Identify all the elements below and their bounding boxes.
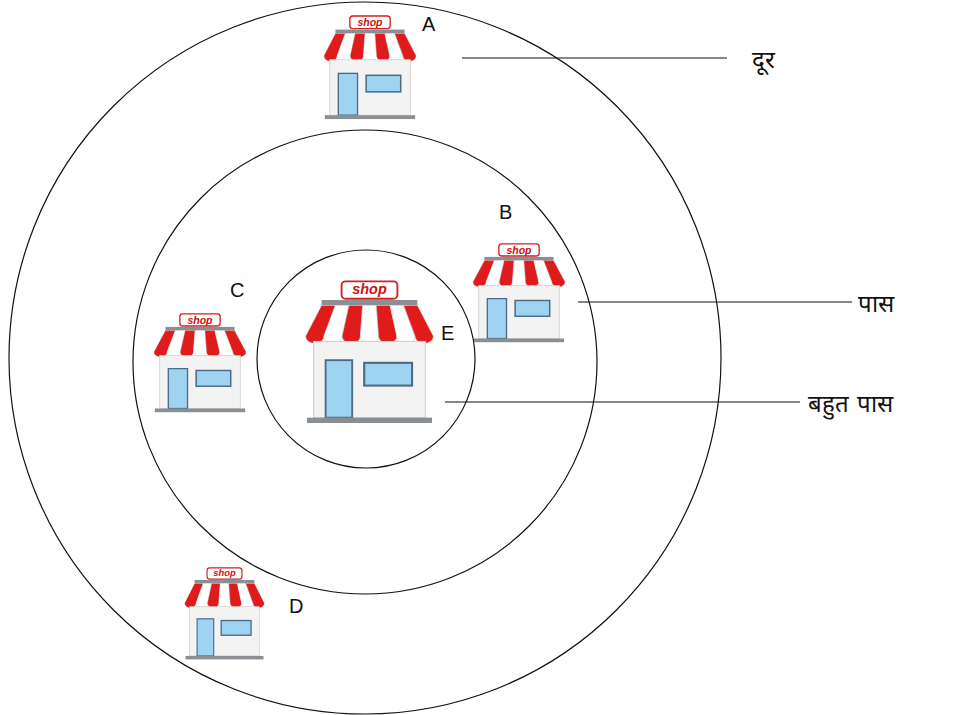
very-near-circle — [257, 250, 475, 468]
shop-sign: shop — [207, 568, 242, 579]
shop-node: shopD — [183, 567, 266, 662]
shop-sign: shop — [350, 16, 390, 29]
shop-node: shopA — [322, 15, 418, 122]
leader-line — [578, 301, 852, 302]
shop-letter: C — [230, 279, 244, 302]
zone-label: पास — [858, 286, 894, 319]
shop-node: shopE — [303, 280, 436, 427]
shop-icon — [303, 280, 436, 427]
shop-letter: E — [441, 322, 454, 345]
shop-letter: A — [422, 13, 435, 36]
shop-icon — [183, 567, 266, 662]
leader-line — [445, 401, 800, 402]
shop-icon — [471, 243, 567, 345]
leader-line — [462, 57, 727, 58]
shop-node: shopB — [471, 243, 567, 345]
shop-sign: shop — [180, 314, 220, 326]
shop-icon — [322, 15, 418, 122]
zone-label: बहुत पास — [808, 386, 893, 419]
zone-label: दूर — [752, 42, 775, 75]
shop-node: shopC — [152, 313, 248, 415]
shop-letter: D — [289, 595, 303, 618]
shop-sign: shop — [342, 281, 398, 298]
near-circle — [133, 130, 597, 594]
shop-letter: B — [499, 201, 512, 224]
shop-sign: shop — [499, 244, 539, 256]
far-circle — [9, 2, 721, 714]
shop-icon — [152, 313, 248, 415]
